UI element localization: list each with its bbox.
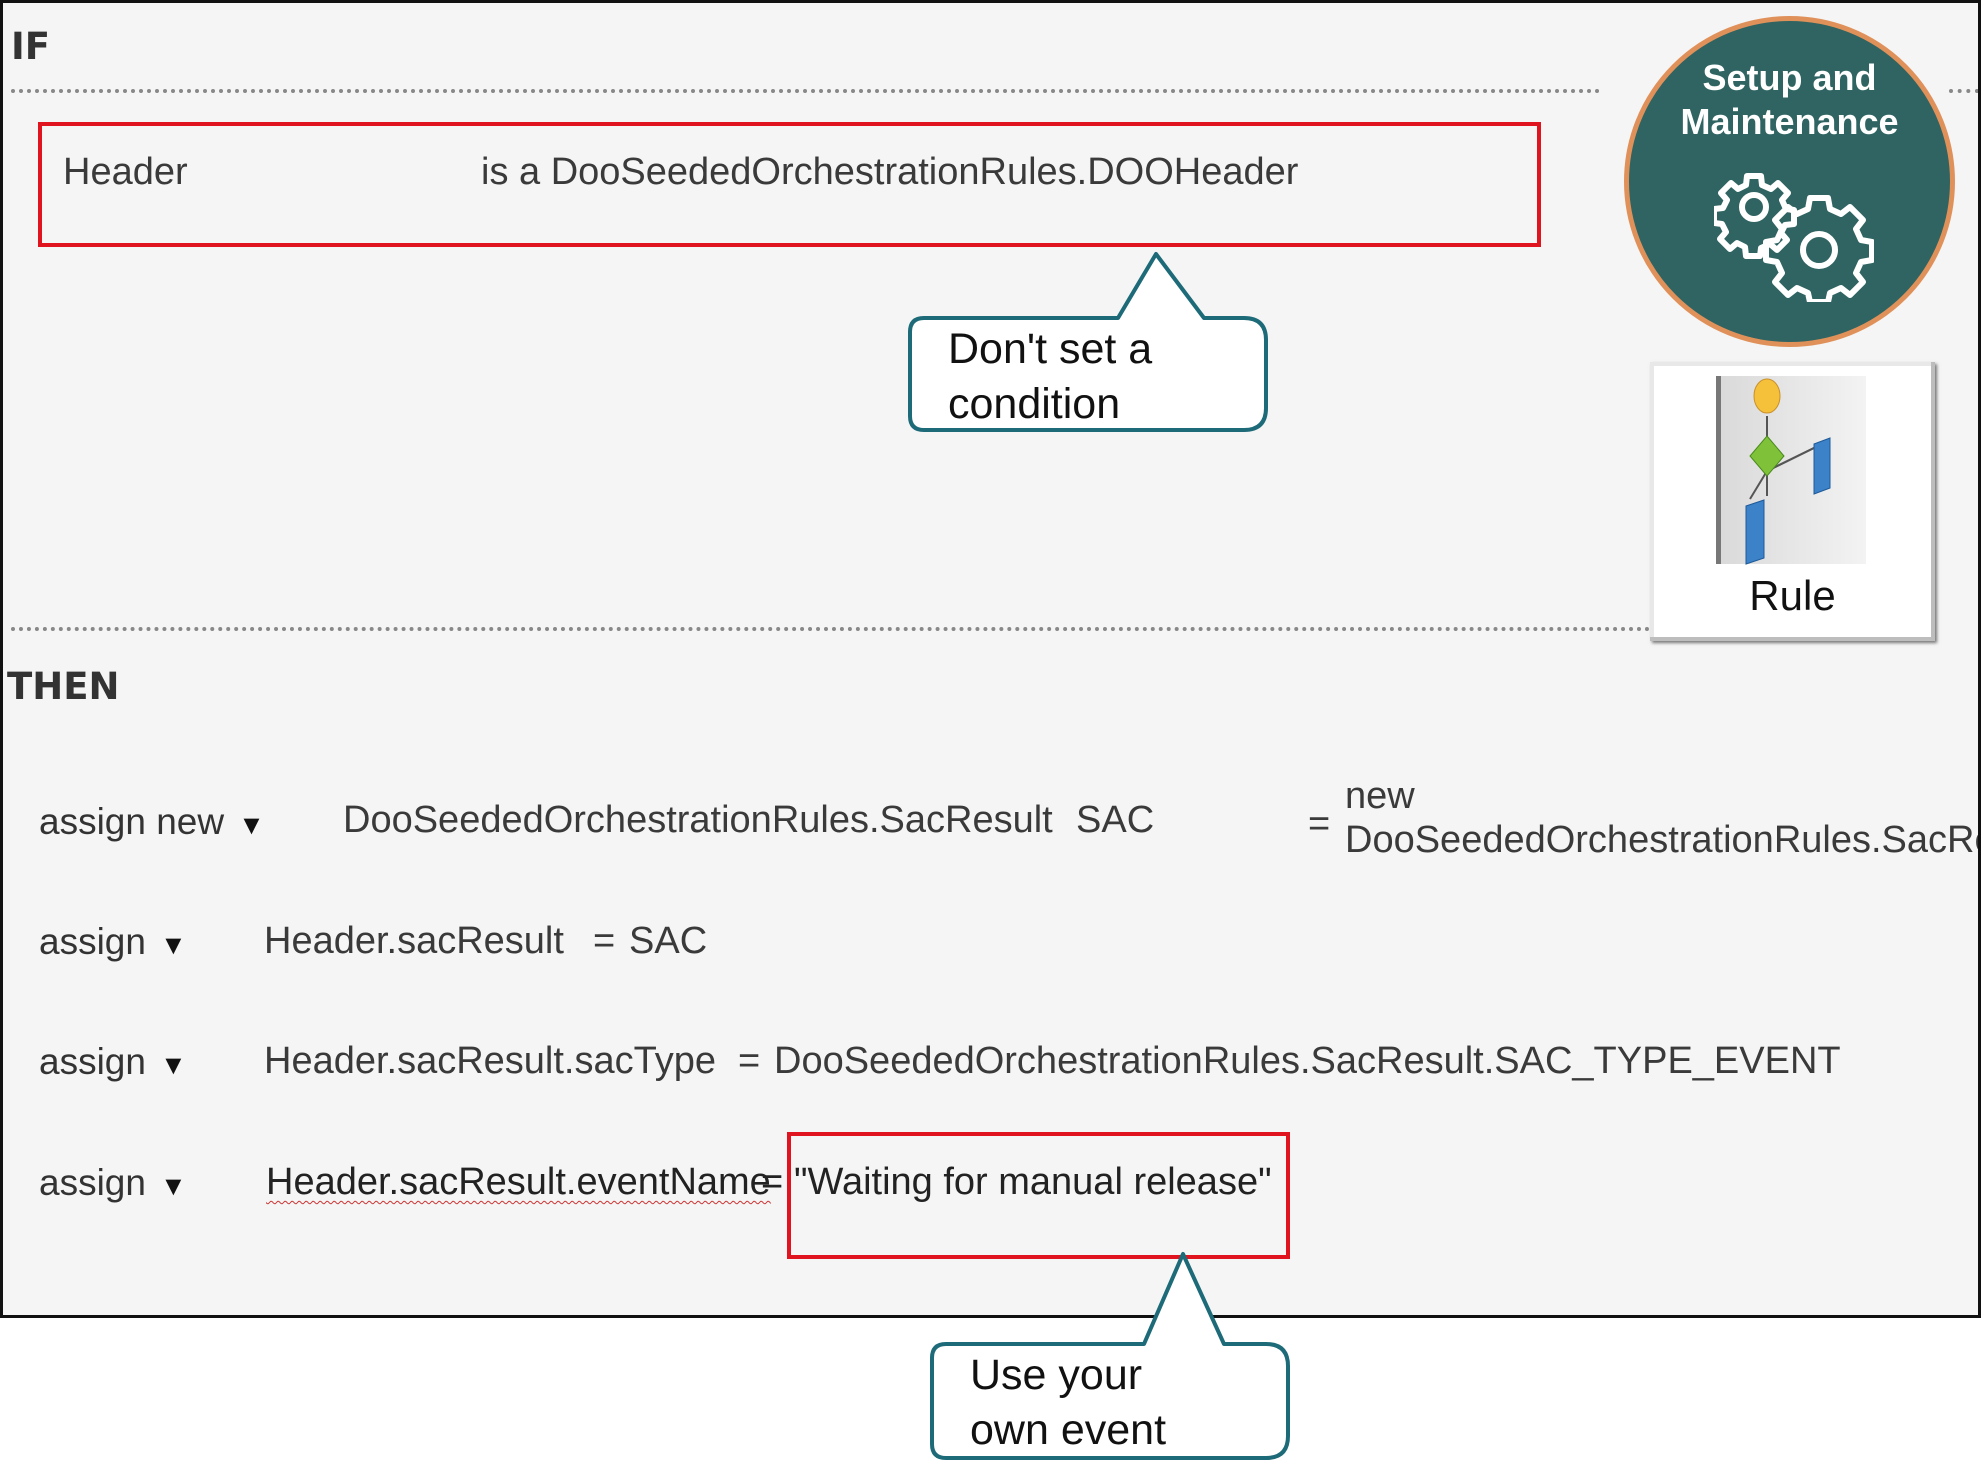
rule-flow-icon xyxy=(1716,376,1866,571)
callout-line-2: condition xyxy=(948,380,1121,428)
action-variable[interactable]: SAC xyxy=(1076,799,1155,841)
event-highlight-box xyxy=(787,1132,1290,1259)
badge-line-2: Maintenance xyxy=(1680,101,1899,142)
action-keyword-assign[interactable]: assign ▼ xyxy=(39,921,187,963)
action-value[interactable]: "Waiting for manual release" xyxy=(794,1161,1272,1203)
then-label: THEN xyxy=(7,665,120,708)
action-value[interactable]: SAC xyxy=(629,920,708,962)
action-target[interactable]: DooSeededOrchestrationRules.SacResult xyxy=(343,799,1053,841)
action-value-new[interactable]: new xyxy=(1345,775,1415,817)
action-target[interactable]: Header.sacResult xyxy=(264,920,564,962)
caret-down-icon[interactable]: ▼ xyxy=(159,1050,187,1080)
caret-down-icon[interactable]: ▼ xyxy=(238,810,265,840)
action-target[interactable]: Header.sacResult.eventName xyxy=(266,1161,771,1203)
action-value[interactable]: DooSeededOrchestrationRules.SacResult.SA… xyxy=(774,1040,1841,1082)
action-value-type[interactable]: DooSeededOrchestrationRules.SacResult xyxy=(1345,819,1978,861)
action-keyword: assign xyxy=(39,921,146,962)
callout-line-1: Don't set a xyxy=(948,325,1153,373)
condition-callout: Don't set a condition xyxy=(906,250,1272,435)
gears-icon xyxy=(1711,162,1875,307)
badge-line-1: Setup and xyxy=(1702,57,1877,98)
action-equals: = xyxy=(761,1161,784,1203)
action-keyword-assign[interactable]: assign ▼ xyxy=(39,1041,187,1083)
action-keyword-assign[interactable]: assign ▼ xyxy=(39,1162,187,1204)
action-equals: = xyxy=(593,920,616,962)
if-fact-name[interactable]: Header xyxy=(63,151,188,193)
action-equals: = xyxy=(738,1040,761,1082)
caret-down-icon[interactable]: ▼ xyxy=(159,1171,187,1201)
then-divider xyxy=(11,627,1651,631)
if-fact-type[interactable]: is a DooSeededOrchestrationRules.DOOHead… xyxy=(481,151,1299,193)
setup-maintenance-badge: Setup and Maintenance xyxy=(1622,14,1957,349)
caret-down-icon[interactable]: ▼ xyxy=(159,930,187,960)
event-callout: Use your own event xyxy=(928,1250,1294,1462)
action-equals: = xyxy=(1308,803,1331,845)
if-divider xyxy=(11,89,1601,93)
rule-tile[interactable]: Rule xyxy=(1650,362,1935,641)
rule-tile-label: Rule xyxy=(1749,572,1836,619)
action-keyword-assign-new[interactable]: assign new ▼ xyxy=(39,801,265,843)
action-keyword: assign xyxy=(39,1162,146,1203)
action-target[interactable]: Header.sacResult.sacType xyxy=(264,1040,717,1082)
action-keyword: assign new xyxy=(39,801,225,842)
if-divider-tail xyxy=(1949,89,1978,93)
callout-line-1: Use your xyxy=(970,1351,1143,1399)
callout-line-2: own event xyxy=(970,1406,1167,1454)
if-label: IF xyxy=(11,25,51,68)
action-keyword: assign xyxy=(39,1041,146,1082)
fact-highlight-box xyxy=(38,122,1541,247)
